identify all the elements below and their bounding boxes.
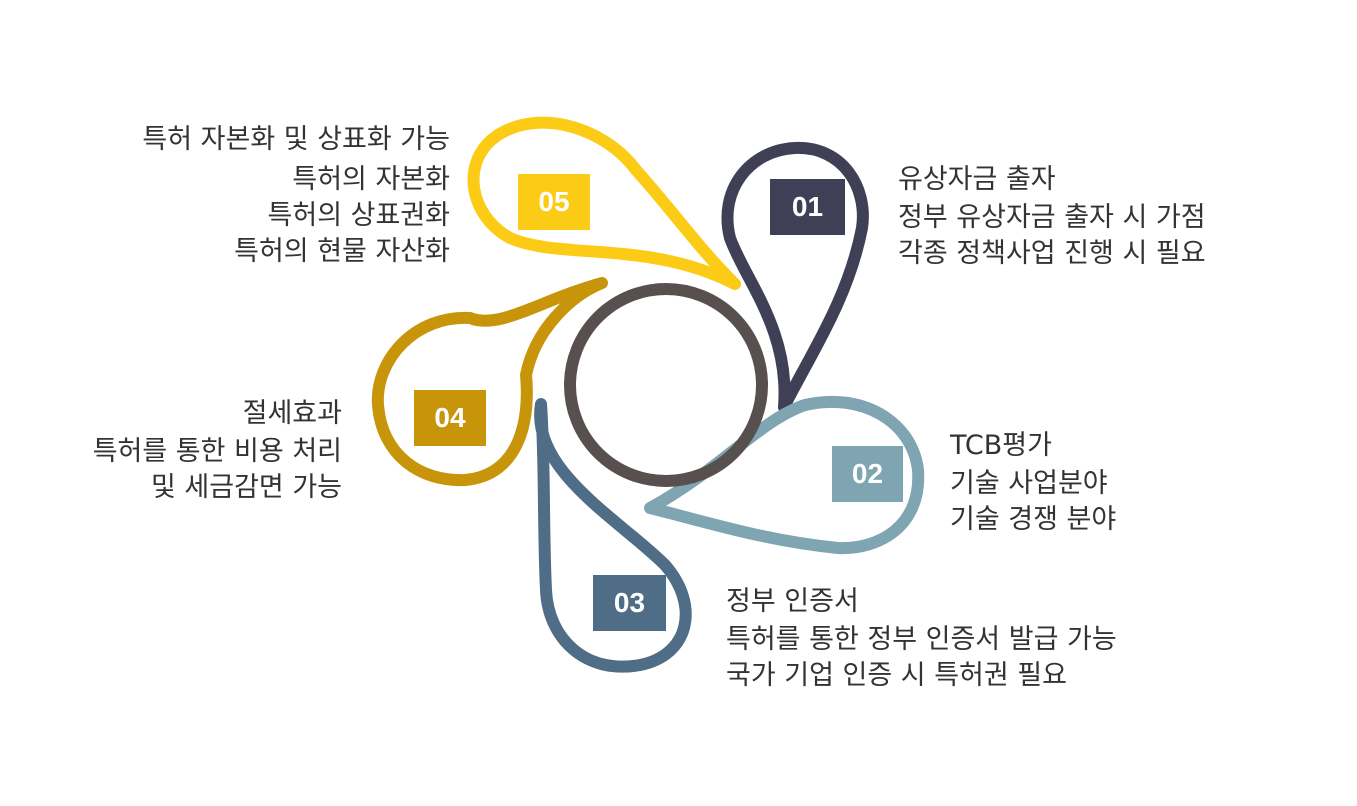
text-block-05: 특허 자본화 및 상표화 가능 특허의 자본화 특허의 상표권화 특허의 현물 … (142, 122, 450, 270)
petal-01-outline (721, 141, 869, 413)
item-03-line-2: 국가 기업 인증 시 특허권 필요 (726, 660, 1067, 691)
badge-04: 04 (414, 390, 486, 446)
item-05-line-1: 특허의 자본화 (292, 164, 450, 195)
petal-02-outline (644, 395, 925, 555)
center-ring (564, 283, 768, 487)
item-04-line-2: 및 세금감면 가능 (150, 472, 342, 503)
text-block-04: 절세효과 특허를 통한 비용 처리 및 세금감면 가능 (93, 396, 342, 506)
badge-01: 01 (770, 179, 845, 235)
item-05-line-2: 특허의 상표권화 (267, 200, 450, 231)
badge-05: 05 (518, 174, 590, 230)
text-block-02: TCB평가 기술 사업분야 기술 경쟁 분야 (950, 428, 1116, 538)
item-05-line-3: 특허의 현물 자산화 (234, 236, 450, 267)
item-01-line-1: 정부 유상자금 출자 시 가점 (898, 202, 1206, 233)
item-03-line-1: 특허를 통한 정부 인증서 발급 가능 (726, 624, 1117, 655)
text-block-03: 정부 인증서 특허를 통한 정부 인증서 발급 가능 국가 기업 인증 시 특허… (726, 584, 1117, 694)
petal-04-outline (371, 277, 608, 487)
item-02-line-1: 기술 사업분야 (950, 468, 1108, 499)
badge-03: 03 (593, 575, 666, 631)
petal-05-outline (467, 116, 741, 290)
petal-03-outline (534, 398, 692, 673)
item-02-title: TCB평가 (950, 430, 1052, 461)
item-05-title: 특허 자본화 및 상표화 가능 (142, 124, 450, 155)
item-02-line-2: 기술 경쟁 분야 (950, 504, 1117, 535)
item-01-title: 유상자금 출자 (898, 164, 1056, 195)
item-04-line-1: 특허를 통한 비용 처리 (92, 436, 342, 467)
item-03-title: 정부 인증서 (726, 586, 859, 617)
badge-02: 02 (832, 446, 903, 502)
item-04-title: 절세효과 (242, 398, 342, 429)
text-block-01: 유상자금 출자 정부 유상자금 출자 시 가점 각종 정책사업 진행 시 필요 (898, 162, 1206, 272)
item-01-line-2: 각종 정책사업 진행 시 필요 (898, 238, 1206, 269)
